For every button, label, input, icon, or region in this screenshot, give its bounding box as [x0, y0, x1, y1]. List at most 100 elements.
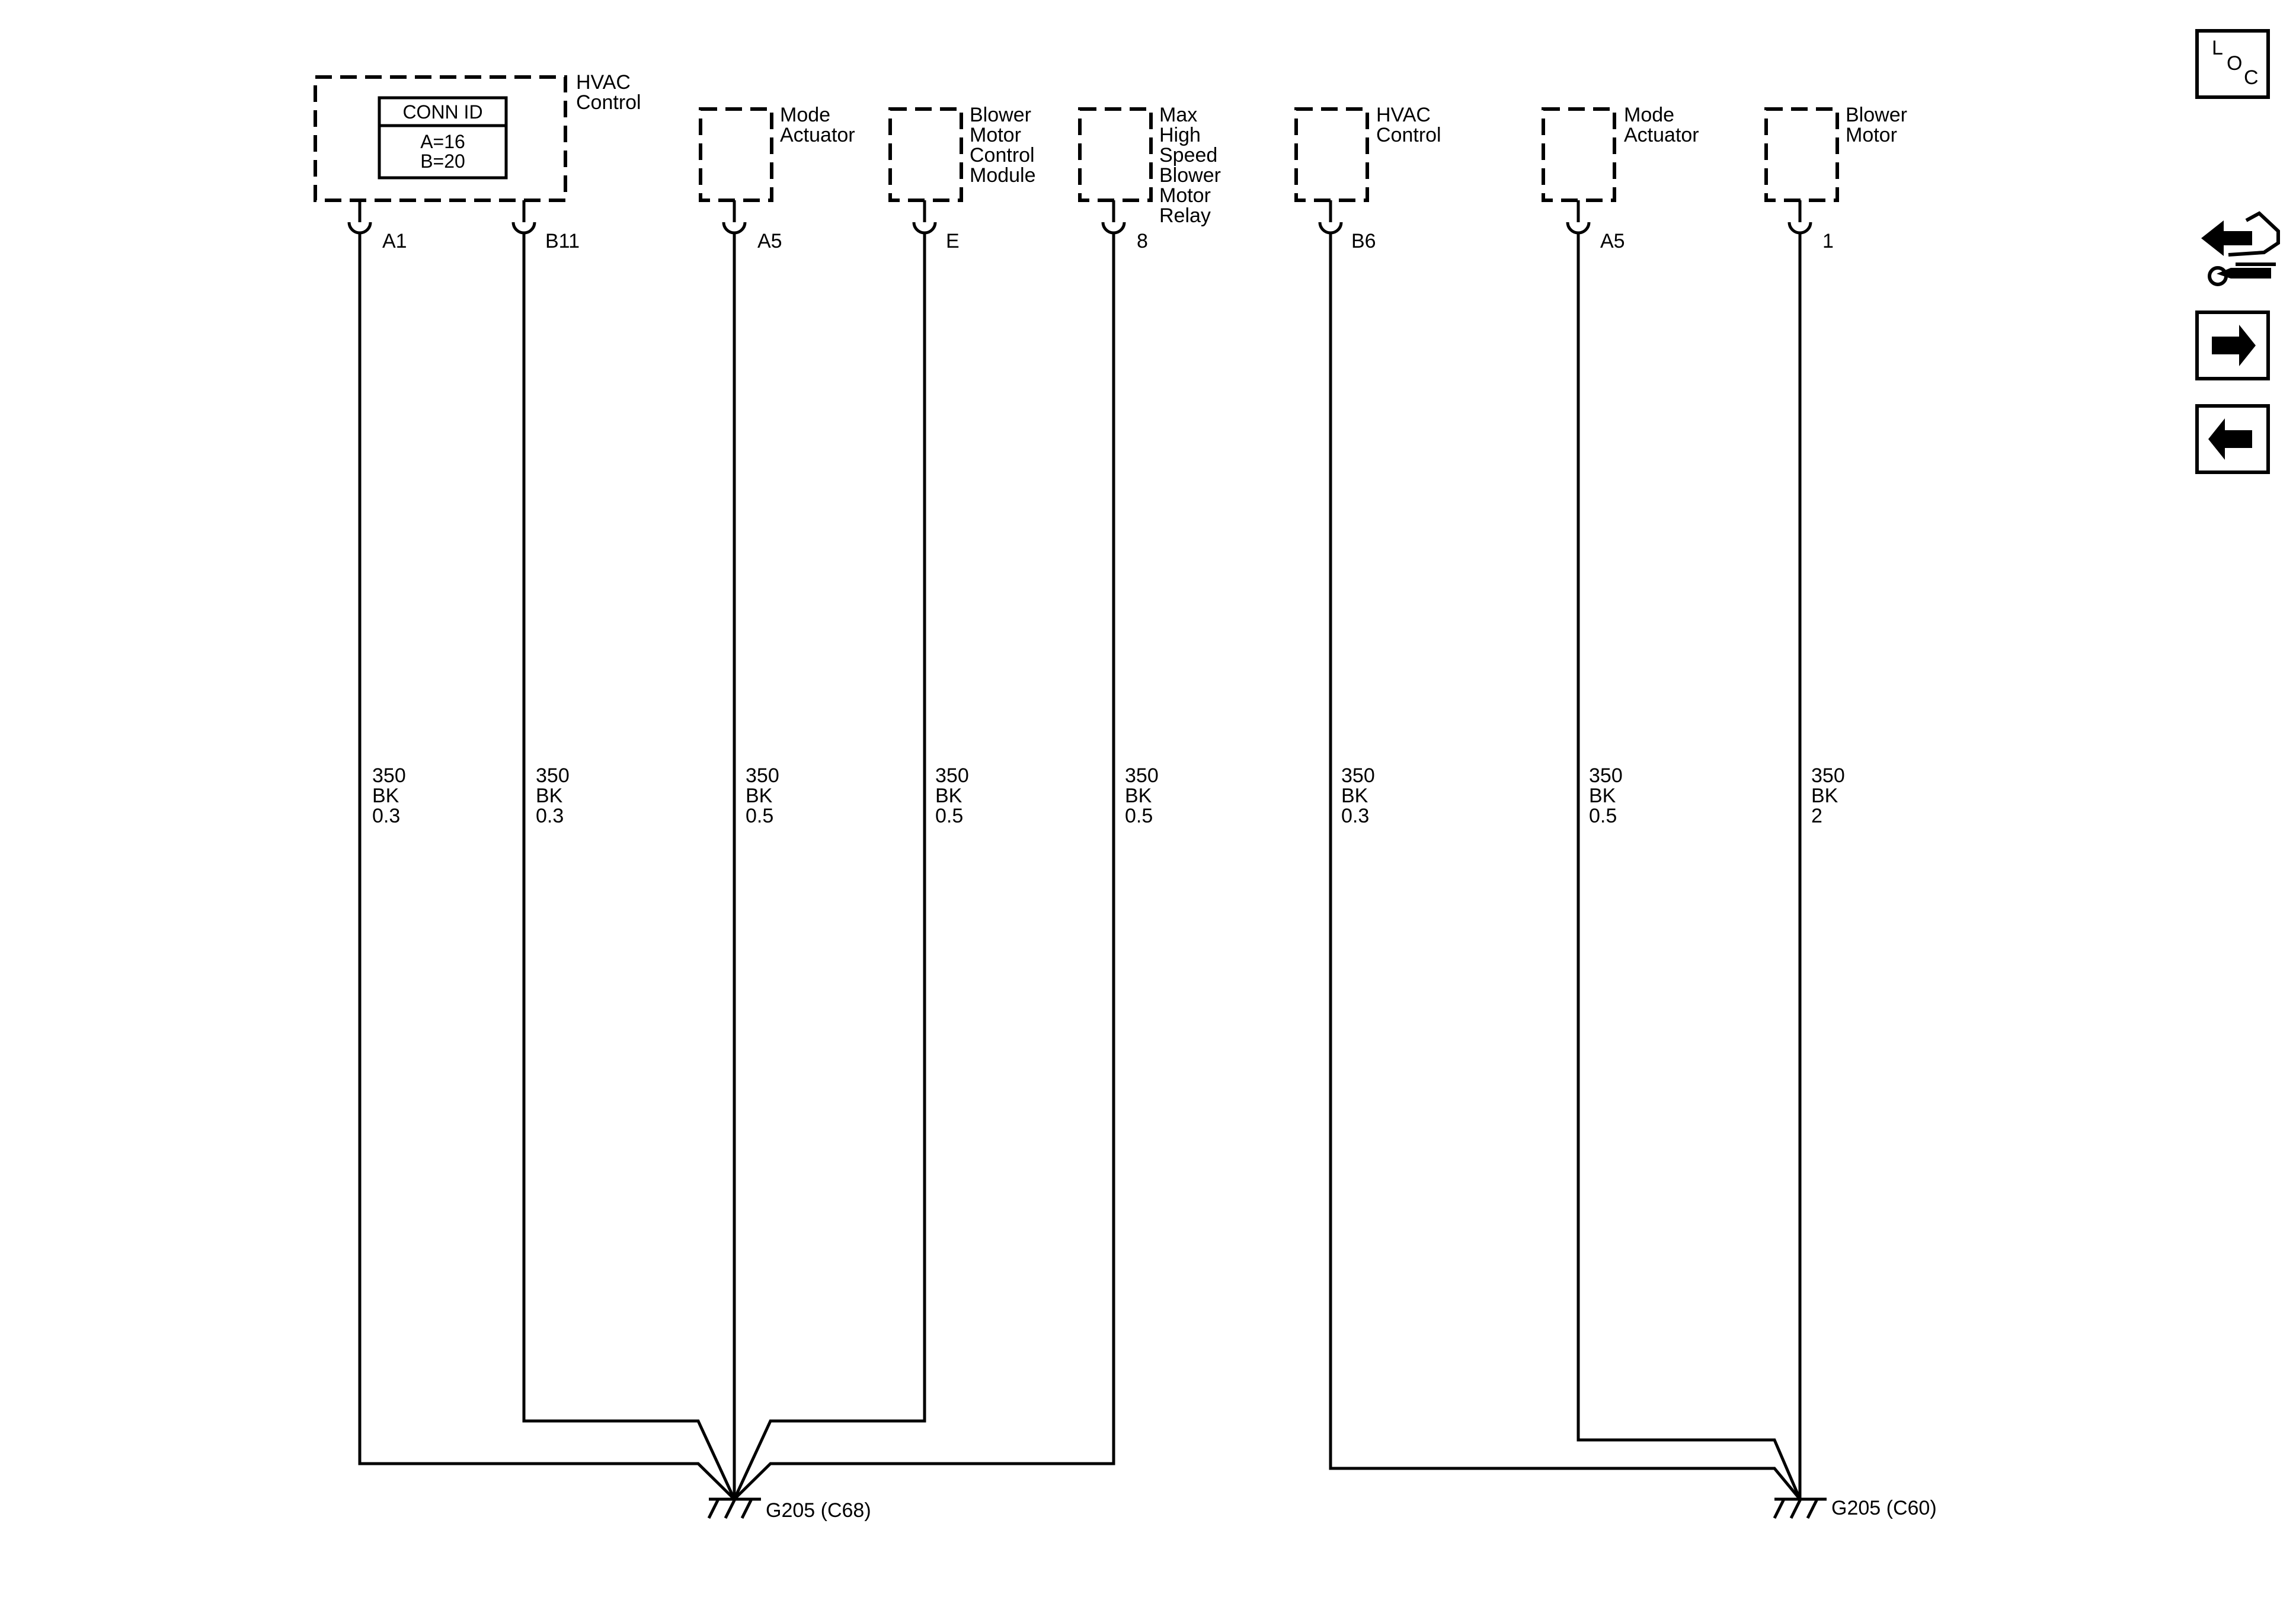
- svg-text:350: 350: [372, 764, 406, 787]
- component-box: [699, 107, 773, 202]
- component-label: Control: [970, 144, 1035, 167]
- svg-text:0.3: 0.3: [1341, 805, 1369, 827]
- wire-group-g205-c60: [1329, 233, 1802, 1500]
- svg-text:C: C: [2244, 66, 2259, 89]
- terminal-e[interactable]: E: [912, 200, 960, 252]
- terminal-a5-mode-actuator-1[interactable]: A5: [722, 200, 782, 252]
- component-blower-motor[interactable]: Blower Motor: [1764, 104, 1907, 202]
- loc-icon: [2195, 29, 2270, 99]
- pin-label: B11: [545, 230, 580, 252]
- svg-text:BK: BK: [1125, 785, 1152, 807]
- svg-text:0.3: 0.3: [536, 805, 564, 827]
- svg-text:BK: BK: [1341, 785, 1368, 807]
- component-hvac-control-2[interactable]: HVAC Control: [1294, 104, 1441, 202]
- connector-terminal-icon: [511, 222, 536, 235]
- wire-group-g205-c68: [358, 233, 1115, 1500]
- wire-e[interactable]: [733, 233, 926, 1500]
- previous-page-button[interactable]: [2195, 404, 2270, 474]
- ground-g205-c60[interactable]: G205 (C60): [1773, 1497, 1937, 1519]
- conn-id-b: B=20: [420, 151, 465, 172]
- ground-label: G205 (C60): [1831, 1497, 1937, 1519]
- wire-label-b6: 350 BK 0.3: [1341, 764, 1375, 827]
- terminal-b6[interactable]: B6: [1318, 200, 1376, 252]
- component-blower-motor-control-module[interactable]: Blower Motor Control Module: [888, 104, 1036, 202]
- svg-text:350: 350: [746, 764, 779, 787]
- pin-label: B6: [1351, 230, 1376, 252]
- component-box: [314, 75, 567, 202]
- loc-button[interactable]: L O C: [2195, 29, 2270, 99]
- terminal-a5-mode-actuator-2[interactable]: A5: [1566, 200, 1625, 252]
- svg-text:BK: BK: [536, 785, 563, 807]
- wire-8[interactable]: [733, 233, 1115, 1500]
- connector-terminal-icon: [1318, 222, 1343, 235]
- component-mode-actuator-1[interactable]: Mode Actuator: [699, 104, 855, 202]
- wire-a1[interactable]: [358, 233, 736, 1500]
- connector-terminal-icon: [1566, 222, 1591, 235]
- terminal-8[interactable]: 8: [1101, 200, 1148, 252]
- wire-label-a5-1: 350 BK 0.5: [746, 764, 779, 827]
- wire-label-1: 350 BK 2: [1811, 764, 1845, 827]
- svg-text:350: 350: [935, 764, 969, 787]
- wire-b6[interactable]: [1329, 233, 1801, 1500]
- component-label: Actuator: [780, 124, 855, 146]
- component-label: HVAC: [1376, 104, 1431, 126]
- connector-terminal-icon: [347, 222, 372, 235]
- ground-g205-c68[interactable]: G205 (C68): [707, 1497, 871, 1522]
- svg-text:350: 350: [1811, 764, 1845, 787]
- svg-text:BK: BK: [1589, 785, 1616, 807]
- connector-terminal-icon: [912, 222, 937, 235]
- component-label: Control: [576, 91, 641, 114]
- component-label: HVAC: [576, 71, 631, 94]
- svg-text:350: 350: [1125, 764, 1159, 787]
- wire-label-a5-2: 350 BK 0.5: [1589, 764, 1623, 827]
- svg-text:BK: BK: [935, 785, 962, 807]
- connector-terminal-icon: [722, 222, 747, 235]
- pin-label: 8: [1137, 230, 1148, 252]
- component-label: Max: [1159, 104, 1197, 126]
- next-page-button[interactable]: [2195, 311, 2270, 380]
- component-label: Blower: [970, 104, 1031, 126]
- svg-text:BK: BK: [1811, 785, 1838, 807]
- connector-swap-icon[interactable]: [2201, 211, 2280, 286]
- pin-label: A1: [382, 230, 407, 252]
- pin-label: A5: [1600, 230, 1625, 252]
- arrow-left-icon: [2208, 418, 2252, 460]
- svg-text:0.5: 0.5: [746, 805, 773, 827]
- wire-b11[interactable]: [522, 233, 736, 1500]
- component-box: [1078, 107, 1153, 202]
- svg-text:350: 350: [1589, 764, 1623, 787]
- component-box: [888, 107, 963, 202]
- ground-label: G205 (C68): [766, 1499, 871, 1522]
- component-max-high-speed-blower-motor-relay[interactable]: Max High Speed Blower Motor Relay: [1078, 104, 1221, 227]
- svg-text:0.5: 0.5: [1125, 805, 1153, 827]
- component-label: Motor: [1159, 184, 1211, 207]
- component-label: Blower: [1159, 164, 1221, 187]
- component-label: Mode: [780, 104, 830, 126]
- component-label: Blower: [1846, 104, 1907, 126]
- terminal-a1[interactable]: A1: [347, 200, 407, 252]
- wire-label-8: 350 BK 0.5: [1125, 764, 1159, 827]
- svg-text:0.5: 0.5: [1589, 805, 1617, 827]
- pin-label: E: [946, 230, 960, 252]
- svg-text:L: L: [2212, 37, 2223, 59]
- component-hvac-control-1[interactable]: HVAC Control: [314, 71, 641, 202]
- wire-a5-2[interactable]: [1576, 233, 1802, 1500]
- component-mode-actuator-2[interactable]: Mode Actuator: [1542, 104, 1699, 202]
- svg-text:350: 350: [536, 764, 570, 787]
- component-box: [1764, 107, 1839, 202]
- component-label: Control: [1376, 124, 1441, 146]
- arrow-right-icon: [2212, 325, 2256, 366]
- svg-text:O: O: [2227, 52, 2242, 75]
- component-label: Actuator: [1624, 124, 1699, 146]
- svg-text:2: 2: [1811, 805, 1822, 827]
- svg-text:350: 350: [1341, 764, 1375, 787]
- component-label: Motor: [970, 124, 1021, 146]
- terminal-1[interactable]: 1: [1787, 200, 1834, 252]
- conn-id-box: CONN ID A=16 B=20: [378, 96, 508, 180]
- svg-text:0.3: 0.3: [372, 805, 400, 827]
- wire-label-b11: 350 BK 0.3: [536, 764, 570, 827]
- wire-label-e: 350 BK 0.5: [935, 764, 969, 827]
- svg-text:BK: BK: [746, 785, 773, 807]
- conn-id-a: A=16: [420, 131, 465, 152]
